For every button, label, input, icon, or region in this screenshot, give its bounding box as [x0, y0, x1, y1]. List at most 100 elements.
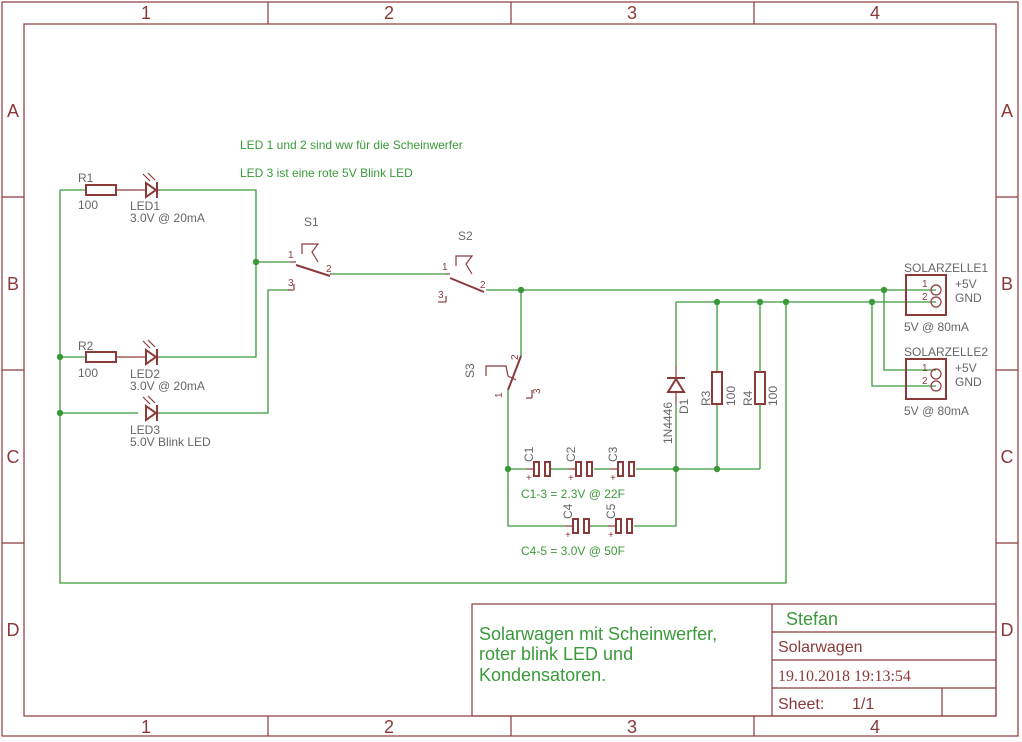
- frame-row-c-left: C: [7, 447, 20, 467]
- frame-col-4-top: 4: [870, 3, 880, 23]
- frame-row-d-left: D: [7, 620, 20, 640]
- led2-symbol[interactable]: [138, 339, 160, 366]
- r2-name: R2: [78, 339, 94, 353]
- frame-row-d-right: D: [1001, 620, 1014, 640]
- capacitor-c3[interactable]: [610, 461, 635, 477]
- title-block: [471, 603, 997, 717]
- switch-s1[interactable]: [288, 243, 332, 291]
- sol1-pin1: 1: [922, 279, 928, 290]
- frame-row-c-right: C: [1001, 447, 1014, 467]
- sheet-number: 1/1: [852, 696, 874, 713]
- diode-d1[interactable]: [666, 366, 686, 404]
- wires: [59, 189, 936, 584]
- sol1-pin2: 2: [922, 292, 928, 303]
- frame-col-2-top: 2: [384, 3, 394, 23]
- frame-col-1-bottom: 1: [141, 717, 151, 737]
- c1-plus: +: [526, 473, 532, 484]
- sol2-pin2: 2: [922, 376, 928, 387]
- project-name: Solarwagen: [778, 639, 863, 656]
- c5-name: C5: [604, 503, 618, 519]
- r4-name: R4: [741, 390, 755, 406]
- r2-value: 100: [78, 366, 98, 380]
- r4-value: 100: [766, 386, 780, 406]
- c5-plus: +: [608, 530, 614, 541]
- led2-name: LED2: [130, 367, 160, 381]
- solar-cell-1[interactable]: [905, 274, 947, 316]
- s1-name: S1: [304, 215, 319, 229]
- title-line-3: Kondensatoren.: [479, 665, 606, 685]
- r1-name: R1: [78, 171, 94, 185]
- capacitor-c4[interactable]: [565, 518, 591, 534]
- frame-row-a-left: A: [7, 101, 19, 121]
- s3-name: S3: [463, 363, 477, 378]
- sol1-value: 5V @ 80mA: [904, 320, 969, 334]
- drawing-datetime: 19.10.2018 19:13:54: [778, 668, 911, 685]
- note-cap-group2: C4-5 = 3.0V @ 50F: [521, 544, 625, 558]
- switch-s2[interactable]: [438, 255, 485, 303]
- sol1-label-gnd: GND: [955, 291, 982, 305]
- led1-name: LED1: [130, 199, 160, 213]
- led3-value: 5.0V Blink LED: [130, 435, 211, 449]
- capacitor-c2[interactable]: [568, 461, 593, 477]
- resistor-r3[interactable]: [711, 371, 723, 405]
- frame-col-2-bottom: 2: [384, 717, 394, 737]
- s3-pin1: 1: [494, 392, 505, 398]
- d1-name: D1: [677, 398, 691, 414]
- c2-name: C2: [564, 446, 578, 462]
- led3-name: LED3: [130, 423, 160, 437]
- s3-pin3: 3: [532, 388, 543, 394]
- author-name: Stefan: [786, 609, 838, 629]
- r3-name: R3: [699, 390, 713, 406]
- led1-symbol[interactable]: [138, 172, 160, 199]
- capacitor-c5[interactable]: [608, 518, 633, 534]
- sol1-name: SOLARZELLE1: [904, 261, 988, 275]
- resistor-r2[interactable]: [85, 351, 138, 363]
- c1-name: C1: [522, 446, 536, 462]
- title-line-1: Solarwagen mit Scheinwerfer,: [479, 624, 717, 644]
- c4-plus: +: [565, 530, 571, 541]
- s2-pin3: 3: [438, 290, 444, 301]
- led3-symbol[interactable]: [142, 395, 160, 422]
- capacitor-c1[interactable]: [526, 461, 552, 477]
- frame-row-b-left: B: [7, 274, 19, 294]
- s1-pin3: 3: [288, 278, 294, 289]
- frame-col-3-bottom: 3: [627, 717, 637, 737]
- title-line-2: roter blink LED und: [479, 644, 633, 664]
- led2-value: 3.0V @ 20mA: [130, 379, 205, 393]
- resistor-r4[interactable]: [754, 371, 766, 405]
- sol2-name: SOLARZELLE2: [904, 345, 988, 359]
- c3-plus: +: [610, 473, 616, 484]
- sol1-label-plus: +5V: [955, 277, 977, 291]
- sol2-label-gnd: GND: [955, 375, 982, 389]
- note-cap-group1: C1-3 = 2.3V @ 22F: [521, 487, 625, 501]
- frame-col-1-top: 1: [141, 3, 151, 23]
- switch-s3[interactable]: [485, 355, 533, 399]
- c2-plus: +: [568, 473, 574, 484]
- note-blink-led: LED 3 ist eine rote 5V Blink LED: [240, 166, 413, 180]
- frame-row-b-right: B: [1001, 274, 1013, 294]
- junctions: [56, 258, 888, 473]
- frame-col-4-bottom: 4: [870, 717, 880, 737]
- sheet-label: Sheet:: [778, 696, 824, 713]
- c4-name: C4: [561, 503, 575, 519]
- led1-value: 3.0V @ 20mA: [130, 211, 205, 225]
- sol2-pin1: 1: [922, 363, 928, 374]
- r1-value: 100: [78, 198, 98, 212]
- frame-row-a-right: A: [1001, 101, 1013, 121]
- s3-pin2: 2: [510, 354, 521, 360]
- sol2-value: 5V @ 80mA: [904, 404, 969, 418]
- note-headlights: LED 1 und 2 sind ww für die Scheinwerfer: [240, 138, 463, 152]
- s2-pin1: 1: [442, 262, 448, 273]
- s1-pin1: 1: [288, 250, 294, 261]
- solar-cell-2[interactable]: [905, 358, 947, 400]
- d1-value: 1N4446: [661, 402, 675, 444]
- c3-name: C3: [606, 446, 620, 462]
- resistor-r1[interactable]: [85, 184, 138, 196]
- sol2-label-plus: +5V: [955, 361, 977, 375]
- r3-value: 100: [724, 386, 738, 406]
- frame-col-3-top: 3: [627, 3, 637, 23]
- s2-pin2: 2: [480, 280, 486, 291]
- s1-pin2: 2: [326, 264, 332, 275]
- s2-name: S2: [458, 229, 473, 243]
